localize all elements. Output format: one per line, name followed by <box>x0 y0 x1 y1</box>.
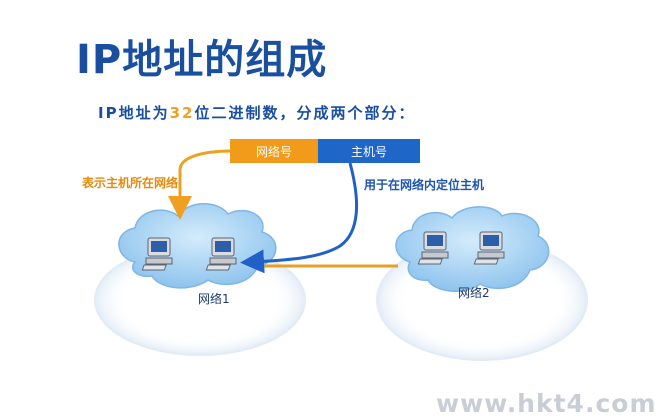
page-title: IP地址的组成 <box>76 37 328 83</box>
computer-icon <box>205 237 237 271</box>
host-part-segment: 主机号 <box>318 139 420 163</box>
computer-icon <box>473 231 505 265</box>
network-annotation: 表示主机所在网络 <box>82 176 179 190</box>
ip-address-box: 网络号 主机号 <box>230 139 420 163</box>
host-annotation: 用于在网络内定位主机 <box>364 178 485 192</box>
subtitle-number: 32 <box>169 104 195 122</box>
subtitle: IP地址为32位二进制数，分成两个部分： <box>98 102 415 123</box>
network-arrow <box>168 149 233 220</box>
host-arrow <box>240 162 359 274</box>
network2-label: 网络2 <box>458 286 490 300</box>
computer-icon <box>417 231 449 265</box>
network1-cloud <box>118 203 277 289</box>
watermark: www.hkt4.com <box>436 389 657 418</box>
subtitle-suffix: 位二进制数，分成两个部分： <box>194 104 416 122</box>
computer-icon <box>141 237 173 271</box>
network2-cloud <box>395 206 550 292</box>
subtitle-prefix: IP地址为 <box>98 104 170 122</box>
network-part-segment: 网络号 <box>230 139 318 163</box>
network1-label: 网络1 <box>198 292 230 306</box>
